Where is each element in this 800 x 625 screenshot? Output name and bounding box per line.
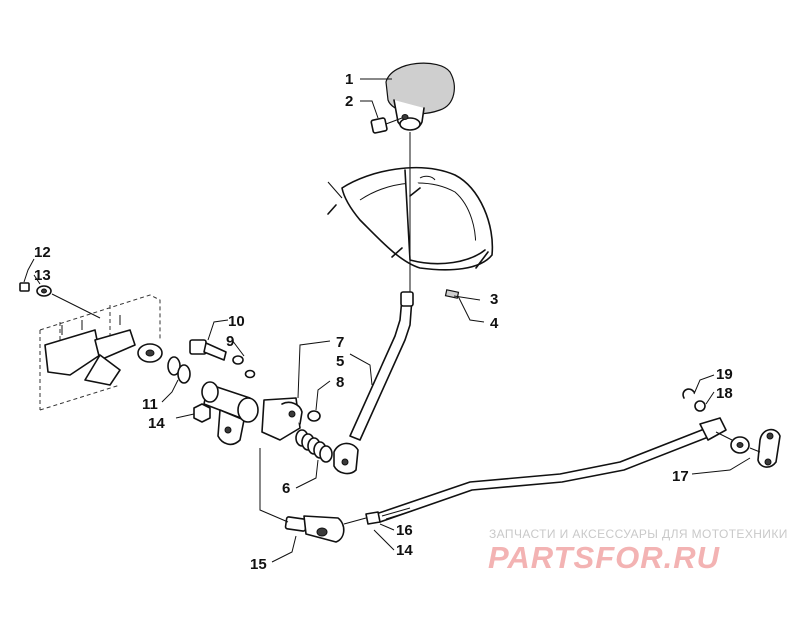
part-9-washer bbox=[232, 355, 244, 365]
part-6-spring bbox=[295, 429, 333, 463]
callout-4: 4 bbox=[490, 315, 499, 332]
callout-13: 13 bbox=[34, 267, 51, 284]
callout-labels: 1 2 3 4 5 6 7 8 9 10 11 12 13 14 15 14 1… bbox=[34, 71, 733, 573]
part-16-shift-rod bbox=[343, 417, 727, 525]
part-19-clip bbox=[682, 388, 706, 412]
callout-19: 19 bbox=[716, 366, 733, 383]
frame-bracket bbox=[39, 294, 163, 411]
part-15-rod-end bbox=[259, 448, 345, 543]
shift-gate-cover bbox=[327, 132, 494, 300]
part-10-bolt bbox=[189, 339, 256, 379]
callout-12: 12 bbox=[34, 244, 51, 261]
part-17-linkage bbox=[715, 428, 781, 468]
callout-11: 11 bbox=[142, 396, 158, 413]
part-1-shift-knob bbox=[385, 62, 455, 131]
part-11-o-rings bbox=[167, 356, 191, 384]
part-14-nut-rod bbox=[365, 511, 381, 525]
part-2-screw bbox=[370, 117, 403, 134]
callout-3: 3 bbox=[490, 291, 498, 308]
leader-lines bbox=[23, 78, 751, 563]
part-12-screw bbox=[19, 282, 101, 319]
callout-15: 15 bbox=[250, 556, 267, 573]
callout-5: 5 bbox=[336, 353, 344, 370]
watermark-logo: PARTSFOR.RU bbox=[488, 540, 721, 575]
part-3-insert bbox=[444, 289, 460, 299]
callout-6: 6 bbox=[282, 480, 290, 497]
callout-2: 2 bbox=[345, 93, 353, 110]
callout-9: 9 bbox=[226, 333, 234, 350]
callout-14: 14 bbox=[148, 415, 165, 432]
part-8-washer bbox=[307, 410, 321, 422]
part-7-pivot-bracket bbox=[261, 397, 321, 441]
callout-16: 16 bbox=[396, 522, 413, 539]
callout-18: 18 bbox=[716, 385, 733, 402]
callout-8: 8 bbox=[336, 374, 344, 391]
part-5-shift-lever bbox=[333, 291, 414, 475]
callout-17: 17 bbox=[672, 468, 689, 485]
callout-1: 1 bbox=[345, 71, 353, 88]
callout-10: 10 bbox=[228, 313, 245, 330]
callout-14-rod: 14 bbox=[396, 542, 413, 559]
callout-7: 7 bbox=[336, 334, 344, 351]
part-14-nut bbox=[193, 403, 211, 423]
pivot-shaft bbox=[201, 381, 259, 446]
watermark-caption: ЗАПЧАСТИ И АКСЕССУАРЫ ДЛЯ МОТОТЕХНИКИ bbox=[489, 527, 788, 541]
